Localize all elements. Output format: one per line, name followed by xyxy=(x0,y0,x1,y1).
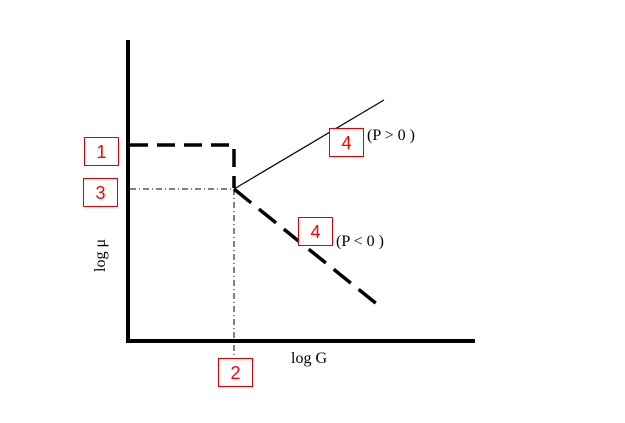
badge-1: 1 xyxy=(84,137,119,166)
positive-p-line xyxy=(233,99,385,190)
badge-2: 2 xyxy=(218,358,253,387)
label-p-positive: (P > 0 ) xyxy=(367,127,415,144)
x-axis-label: log G xyxy=(291,350,327,367)
badge-3: 3 xyxy=(83,178,118,207)
badge-4-positive: 4 xyxy=(329,128,364,157)
label-p-negative: (P < 0 ) xyxy=(336,233,384,250)
badge-4-negative: 4 xyxy=(298,217,333,246)
y-axis-label: log μ xyxy=(92,238,109,272)
plateau-dashed-line xyxy=(130,143,236,188)
